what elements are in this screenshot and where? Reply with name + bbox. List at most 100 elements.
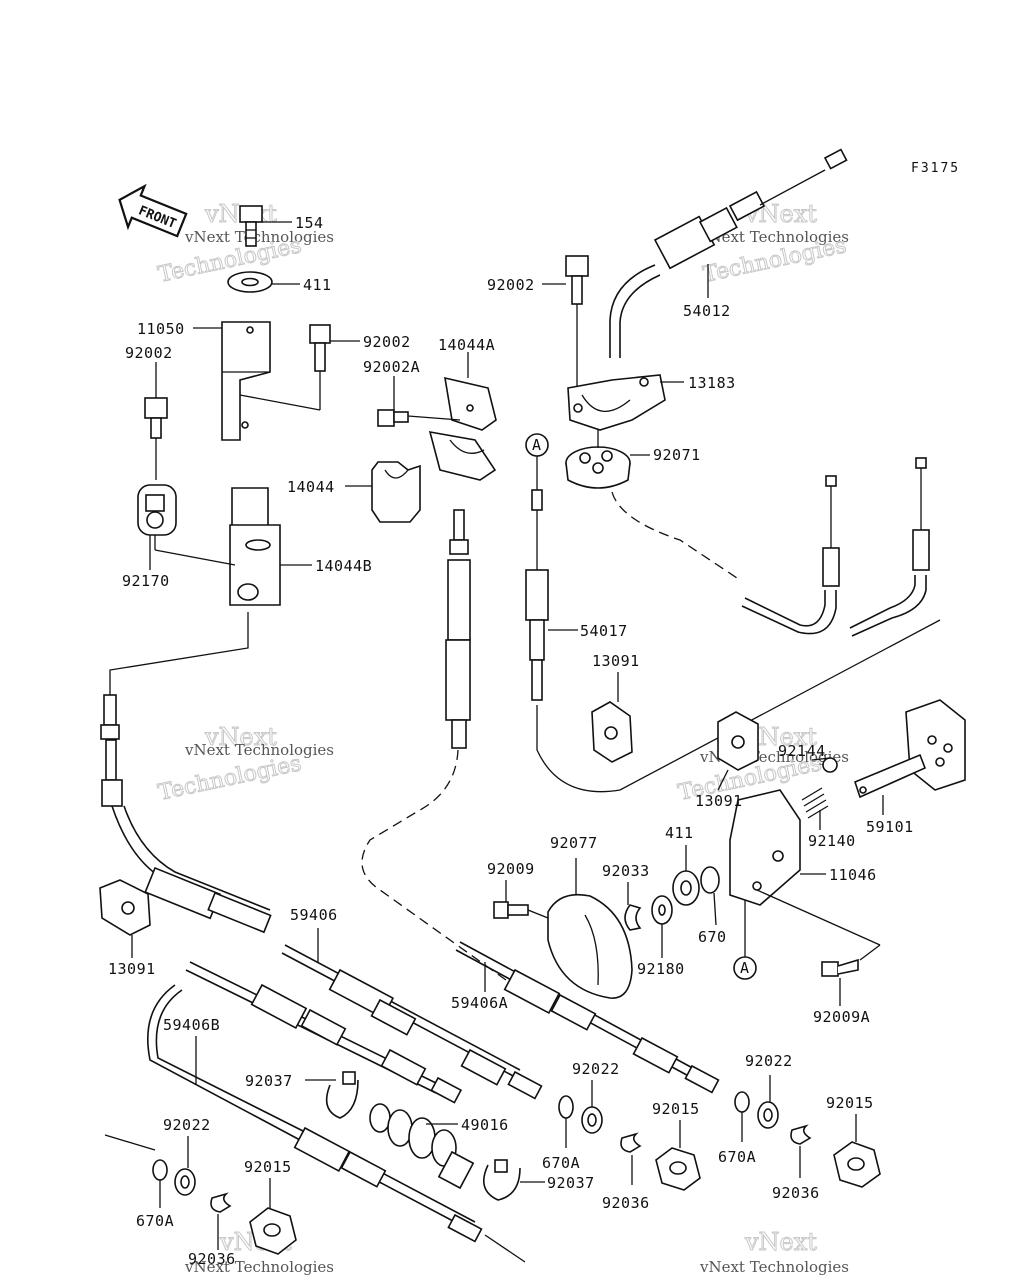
clamp-92037-lower-part xyxy=(482,1159,521,1201)
callout-670a: 670A xyxy=(136,1212,174,1230)
nut-92015-part xyxy=(655,1120,701,1191)
clamp-13091-right-part xyxy=(717,711,759,791)
oring-670a-part xyxy=(558,1095,574,1148)
callout-92015: 92015 xyxy=(826,1094,874,1112)
callout-59406: 59406 xyxy=(290,906,338,924)
clamp-13091-middle-part xyxy=(591,672,633,763)
callout-92022: 92022 xyxy=(745,1052,793,1070)
watermark-text: vNext Technologies xyxy=(184,1258,334,1276)
cable-59406-assembly xyxy=(185,944,543,1104)
nut-92015-left-part xyxy=(249,1178,297,1255)
cable-pair-right xyxy=(741,457,930,637)
clamp-14044-part xyxy=(371,461,421,523)
callout-92022: 92022 xyxy=(163,1116,211,1134)
clamp-92037-upper-part xyxy=(325,1071,359,1119)
bracket-14044b-part xyxy=(154,487,281,606)
watermark-vnext: vNext xyxy=(744,1228,817,1256)
callout-670: 670 xyxy=(698,928,727,946)
washer-411-right-part xyxy=(672,845,700,906)
callout-670a: 670A xyxy=(542,1154,580,1172)
ref-a-label: A xyxy=(532,436,542,454)
callout-59406b: 59406B xyxy=(163,1016,220,1034)
bolt-92002a-part xyxy=(377,409,461,427)
callout-92144: 92144 xyxy=(778,742,826,760)
callout-92015: 92015 xyxy=(244,1158,292,1176)
grommet-92170-part xyxy=(137,484,177,536)
callout-14044a: 14044A xyxy=(438,336,495,354)
washer-92022-left-part xyxy=(174,1136,196,1196)
knob-92077-part xyxy=(547,858,633,999)
watermark-text: vNext Technologies xyxy=(184,228,334,246)
callout-670a: 670A xyxy=(718,1148,756,1166)
oring-670-part xyxy=(700,866,720,926)
callout-92170: 92170 xyxy=(122,572,170,590)
bolt-92002-top-part xyxy=(565,255,589,392)
bolt-92002-part xyxy=(309,324,331,410)
watermark-text: vNext Technologies xyxy=(699,1258,849,1276)
callout-54012: 54012 xyxy=(683,302,731,320)
callout-411: 411 xyxy=(665,824,694,842)
plate-13183-part xyxy=(567,374,666,431)
leader-line xyxy=(109,612,249,700)
washer-92022-right-part xyxy=(757,1075,779,1129)
clip-92036-right-part xyxy=(790,1124,812,1178)
ref-a-top: A xyxy=(525,433,549,490)
callout-92180: 92180 xyxy=(637,960,685,978)
front-arrow-icon: FRONT xyxy=(118,183,188,238)
callout-411: 411 xyxy=(303,276,332,294)
callout-labels: 154 411 11050 92002 92002 14044A 92002A … xyxy=(108,214,913,1268)
bracket-14044a-part xyxy=(428,376,497,481)
shaft-59101-part xyxy=(854,699,966,815)
callout-92036: 92036 xyxy=(772,1184,820,1202)
cable-59406a-part xyxy=(455,941,720,1094)
bolt-154-part xyxy=(239,205,263,247)
callout-92009: 92009 xyxy=(487,860,535,878)
cable-54012-part xyxy=(609,148,848,358)
callout-92036: 92036 xyxy=(188,1250,236,1268)
figure-code: F3175 xyxy=(911,161,960,176)
callout-13091: 13091 xyxy=(592,652,640,670)
grommet-92071-part xyxy=(565,430,741,581)
cable-59406b-assembly xyxy=(104,984,526,1263)
callout-92002: 92002 xyxy=(125,344,173,362)
callout-11050: 11050 xyxy=(137,320,185,338)
watermark-text: vNext Technologies xyxy=(184,741,334,759)
callout-13091: 13091 xyxy=(695,792,743,810)
washer-92180-part xyxy=(651,895,673,925)
callout-92033: 92033 xyxy=(602,862,650,880)
callout-92036: 92036 xyxy=(602,1194,650,1212)
callout-92037: 92037 xyxy=(547,1174,595,1192)
cable-54017-part xyxy=(525,489,941,793)
callout-14044: 14044 xyxy=(287,478,335,496)
washer-411-part xyxy=(227,271,273,293)
clip-92036-part xyxy=(620,1132,642,1185)
washer-92022-part xyxy=(581,1080,603,1134)
callout-92015: 92015 xyxy=(652,1100,700,1118)
callout-13183: 13183 xyxy=(688,374,736,392)
cable-center-part xyxy=(361,509,521,991)
callout-92037: 92037 xyxy=(245,1072,293,1090)
watermark-technologies: Technologies xyxy=(156,751,304,806)
callout-92071: 92071 xyxy=(653,446,701,464)
clip-92036-left-part xyxy=(210,1192,232,1250)
callout-13091: 13091 xyxy=(108,960,156,978)
screw-92009a-part xyxy=(821,958,859,977)
cable-59406-end-part xyxy=(100,694,123,807)
callout-54017: 54017 xyxy=(580,622,628,640)
callout-59406a: 59406A xyxy=(451,994,508,1012)
clip-92033-part xyxy=(624,882,642,931)
watermark-text: vNext Technologies xyxy=(699,228,849,246)
callout-49016: 49016 xyxy=(461,1116,509,1134)
watermark-vnext: vNext xyxy=(204,723,277,751)
oring-670a-right-part xyxy=(734,1091,750,1142)
bracket-11050-part xyxy=(221,321,321,441)
boot-49016-part xyxy=(369,1103,475,1190)
ref-a-label: A xyxy=(740,959,750,977)
callout-92077: 92077 xyxy=(550,834,598,852)
callout-11046: 11046 xyxy=(829,866,877,884)
callout-92140: 92140 xyxy=(808,832,856,850)
bolt-92009-part xyxy=(493,901,549,919)
ref-a-bottom: A xyxy=(733,900,757,980)
